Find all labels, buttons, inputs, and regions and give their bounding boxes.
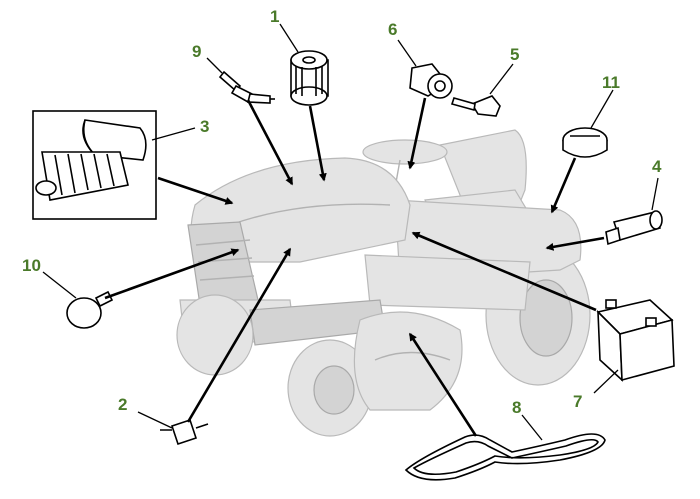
oil-filter-icon <box>290 50 329 106</box>
battery-icon <box>596 299 675 382</box>
headlight-bulb-icon <box>66 290 114 329</box>
air-filter-box <box>32 110 157 220</box>
callout-2: 2 <box>118 395 127 414</box>
callout-11: 11 <box>602 73 620 92</box>
light-switch-icon <box>160 418 209 446</box>
spark-plug-icon <box>218 70 275 104</box>
leader-lines <box>104 97 605 437</box>
ignition-switch-icon <box>409 63 453 99</box>
key-icon <box>450 95 501 117</box>
fuel-filter-icon <box>605 210 663 246</box>
callout-9: 9 <box>192 42 201 61</box>
callout-10: 10 <box>22 256 41 275</box>
callout-6: 6 <box>388 20 397 39</box>
lawn-tractor-illustration <box>176 129 591 437</box>
callout-3: 3 <box>200 117 209 136</box>
drive-belt-icon <box>404 433 606 481</box>
callout-8: 8 <box>512 398 521 417</box>
callout-5: 5 <box>510 45 519 64</box>
fuel-cap-icon <box>562 127 608 158</box>
callout-pointers <box>42 23 659 441</box>
callout-4: 4 <box>652 157 662 176</box>
callout-7: 7 <box>573 392 582 411</box>
callout-1: 1 <box>270 7 279 26</box>
